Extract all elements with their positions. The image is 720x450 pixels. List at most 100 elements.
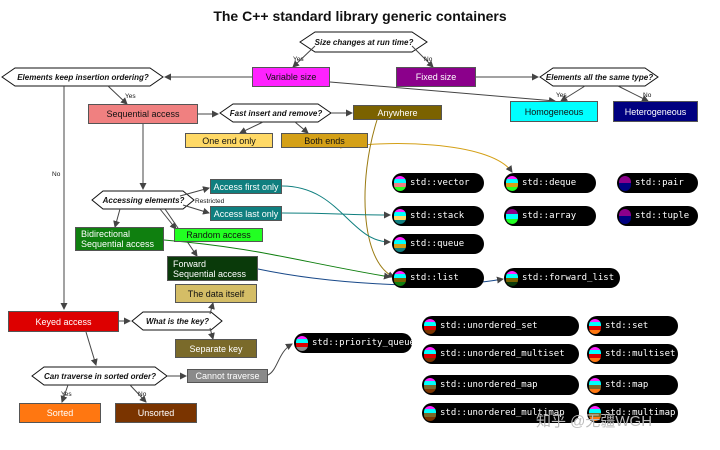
container-set: std::set (587, 316, 678, 336)
edge-label-sorted-yes: Yes (61, 391, 72, 398)
container-type-icon (394, 236, 406, 252)
container-type-icon (506, 208, 518, 224)
decision-same-type: Elements all the same type? (545, 72, 654, 82)
node-heterogeneous: Heterogeneous (613, 101, 698, 122)
edge-label-order-yes: Yes (125, 93, 136, 100)
container-label: std::multimap (605, 408, 676, 418)
container-label: std::queue (410, 239, 465, 249)
node-separate-key: Separate key (175, 339, 257, 358)
container-type-icon (506, 175, 518, 191)
edge-size-yes (292, 45, 316, 68)
edge-whatkey-to-key (208, 327, 215, 340)
container-type-icon (589, 405, 601, 421)
container-label: std::unordered_multiset (440, 349, 565, 359)
container-type-icon (424, 405, 436, 421)
container-label: std::forward_list (522, 273, 615, 283)
container-type-icon (619, 208, 631, 224)
edge-same-no (617, 85, 649, 102)
edge-label-size-no: No (424, 56, 433, 63)
container-multiset: std::multiset (587, 344, 678, 364)
container-array: std::array (504, 206, 596, 226)
container-label: std::stack (410, 211, 465, 221)
node-homogeneous: Homogeneous (510, 101, 598, 122)
container-type-icon (394, 208, 406, 224)
container-label: std::unordered_map (440, 380, 538, 390)
container-unordered-multimap: std::unordered_multimap (422, 403, 579, 423)
watermark: 知乎 @无疆WGH (536, 413, 653, 430)
container-label: std::multiset (605, 349, 676, 359)
container-type-icon (424, 377, 436, 393)
container-unordered-multiset: std::unordered_multiset (422, 344, 579, 364)
container-type-icon (394, 175, 406, 191)
node-cannot-traverse: Cannot traverse (187, 369, 268, 383)
container-type-icon (589, 377, 601, 393)
container-type-icon (424, 318, 436, 334)
diamond-keep-order (1, 67, 164, 87)
node-anywhere: Anywhere (353, 105, 442, 120)
container-stack: std::stack (392, 206, 484, 226)
decision-fast-insert: Fast insert and remove? (229, 108, 323, 118)
container-type-icon (589, 318, 601, 334)
container-type-icon (424, 346, 436, 362)
container-type-icon (394, 270, 406, 286)
node-sorted: Sorted (19, 403, 101, 423)
container-deque: std::deque (504, 173, 596, 193)
container-tuple: std::tuple (617, 206, 698, 226)
edge-accessing-random (159, 208, 177, 230)
container-label: std::unordered_multimap (440, 408, 565, 418)
container-priority-queue: std::priority_queue (294, 333, 415, 353)
diamond-what-key (131, 311, 223, 331)
container-label: std::deque (522, 178, 577, 188)
node-both-ends: Both ends (281, 133, 368, 148)
decision-traverse-sorted: Can traverse in sorted order? (43, 371, 157, 381)
container-forward-list: std::forward_list (504, 268, 620, 288)
node-fixed-size: Fixed size (396, 67, 476, 87)
node-variable-size: Variable size (252, 67, 330, 87)
container-unordered-set: std::unordered_set (422, 316, 579, 336)
diamond-accessing (91, 190, 195, 210)
edge-sorted-yes (60, 384, 69, 403)
edge-fast-to-bothends (294, 121, 309, 134)
edge-label-same-no: No (643, 92, 652, 99)
node-one-end-only: One end only (185, 133, 273, 148)
node-random-access: Random access (174, 228, 263, 242)
container-label: std::array (522, 211, 577, 221)
edge-bidir-to-list (163, 239, 391, 280)
decision-accessing: Accessing elements? (102, 195, 185, 205)
node-data-itself: The data itself (175, 284, 257, 303)
node-access-first-only: Access first only (210, 179, 282, 194)
edge-whatkey-to-data (208, 302, 215, 315)
container-queue: std::queue (392, 234, 484, 254)
edge-order-yes (107, 85, 128, 105)
node-bidirectional: Bidirectional Sequential access (75, 227, 164, 251)
edge-variable-to-homogeneous (329, 81, 556, 104)
diamond-same-type (539, 67, 659, 87)
container-label: std::map (605, 380, 649, 390)
decision-size-changes: Size changes at run time? (314, 37, 414, 47)
edge-label-order-no: No (52, 171, 61, 178)
edge-accessing-bidir (113, 208, 121, 228)
edge-label-restricted: Restricted (195, 198, 225, 205)
container-label: std::set (605, 321, 649, 331)
container-type-icon (619, 175, 631, 191)
container-pair: std::pair (617, 173, 698, 193)
decision-keep-order: Elements keep insertion ordering? (17, 72, 149, 82)
container-label: std::list (410, 273, 459, 283)
edge-last-to-stack (281, 211, 391, 219)
edge-label-size-yes: Yes (293, 56, 304, 63)
edge-accessing-last (182, 204, 210, 215)
container-label: std::unordered_set (440, 321, 538, 331)
container-map: std::map (587, 375, 678, 395)
edge-same-yes (560, 85, 586, 102)
edge-cannot-to-pq (267, 343, 293, 376)
node-sequential-access: Sequential access (88, 104, 198, 124)
edge-accessing-first (179, 186, 210, 197)
decision-what-key: What is the key? (145, 316, 210, 326)
container-unordered-map: std::unordered_map (422, 375, 579, 395)
edge-size-no (411, 45, 434, 68)
container-label: std::vector (410, 178, 470, 188)
container-list: std::list (392, 268, 484, 288)
container-label: std::tuple (635, 211, 690, 221)
container-label: std::pair (635, 178, 684, 188)
